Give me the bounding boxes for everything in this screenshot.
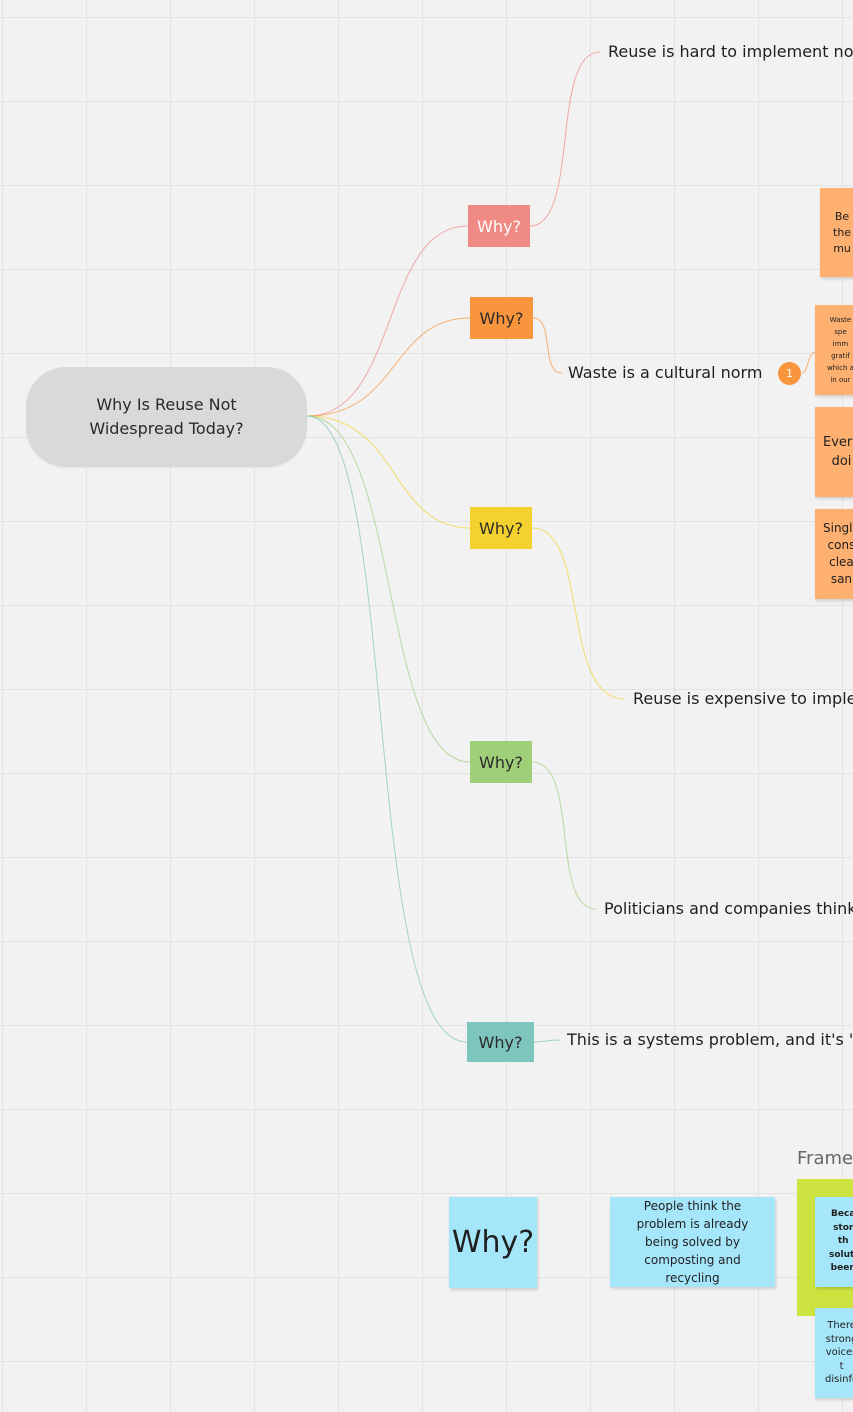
sticky-line: Waste	[829, 316, 852, 324]
why-node-label: Why?	[478, 1032, 523, 1052]
connector-why-4-answer	[531, 761, 597, 910]
sticky-line: the	[833, 225, 852, 239]
sticky-line: th	[837, 1236, 849, 1247]
sticky-note-orange-3[interactable]: Every doi	[815, 407, 853, 497]
why-node-label: Why?	[479, 518, 523, 538]
sticky-note-frame-2[interactable]: There strong voices t disinfo	[815, 1308, 853, 1398]
sticky-note-orange-1[interactable]: Be the mu	[820, 188, 853, 277]
why-node-label: Why?	[479, 752, 523, 772]
central-topic-label: Why Is Reuse Not Widespread Today?	[89, 395, 244, 438]
why-node-1[interactable]: Why?	[468, 205, 530, 247]
sticky-line: stor	[833, 1222, 853, 1233]
answer-systems-problem[interactable]: This is a systems problem, and it's 'no	[567, 1030, 853, 1049]
sticky-text: People think the problem is already bein…	[636, 1199, 749, 1285]
sticky-line: imm	[832, 340, 849, 348]
sticky-line: been	[830, 1263, 853, 1274]
connector-why-2-answer	[532, 317, 563, 374]
sticky-line: strong	[825, 1333, 853, 1345]
sticky-line: mu	[833, 241, 851, 255]
sticky-line: There	[827, 1320, 853, 1332]
sticky-line: disinfo	[825, 1374, 853, 1386]
sticky-line: Single	[823, 521, 853, 535]
sticky-line: voices	[825, 1347, 853, 1359]
connector-why-1-answer	[529, 51, 601, 227]
answer-politicians[interactable]: Politicians and companies think	[604, 899, 853, 918]
sticky-line: cons	[827, 538, 853, 552]
sticky-note-orange-2[interactable]: Waste spe imm gratif which a in our	[815, 305, 853, 395]
sticky-line: which a	[827, 364, 853, 372]
why-node-5[interactable]: Why?	[467, 1022, 534, 1062]
sticky-line: clea	[829, 555, 853, 569]
sticky-line: Beca	[831, 1209, 853, 1220]
connector-why-3-answer	[531, 527, 626, 700]
sticky-line: soluti	[829, 1249, 853, 1260]
sticky-line: Every	[823, 435, 853, 450]
connector-badge-sticky	[801, 351, 816, 374]
sticky-line: t	[839, 1360, 844, 1372]
connector-root-why-4	[306, 415, 471, 763]
central-topic-node[interactable]: Why Is Reuse Not Widespread Today?	[26, 367, 307, 467]
comment-count-badge[interactable]: 1	[778, 362, 801, 385]
why-node-2[interactable]: Why?	[470, 297, 533, 339]
sticky-line: gratif	[831, 352, 850, 360]
sticky-line: Be	[834, 209, 850, 223]
sticky-note-orange-4[interactable]: Single cons clea san	[815, 509, 853, 599]
frame-title[interactable]: Frame	[797, 1148, 853, 1169]
sticky-line: in our	[830, 376, 851, 384]
why-node-3[interactable]: Why?	[470, 507, 532, 549]
connector-root-why-1	[306, 225, 469, 417]
sticky-text: Why?	[451, 1225, 535, 1260]
sticky-note-why[interactable]: Why?	[449, 1197, 537, 1288]
answer-reuse-expensive[interactable]: Reuse is expensive to implem	[633, 689, 853, 708]
answer-cultural-norm[interactable]: Waste is a cultural norm	[568, 363, 763, 382]
connector-why-5-answer	[533, 1039, 561, 1043]
connector-root-why-2	[306, 317, 471, 417]
why-node-label: Why?	[479, 308, 524, 328]
sticky-note-composting[interactable]: People think the problem is already bein…	[610, 1197, 775, 1287]
connector-root-why-3	[306, 415, 471, 529]
sticky-line: spe	[834, 328, 847, 336]
answer-reuse-hard[interactable]: Reuse is hard to implement now	[608, 42, 853, 61]
sticky-note-frame-1[interactable]: Beca stor th soluti been	[815, 1197, 853, 1287]
why-node-4[interactable]: Why?	[470, 741, 532, 783]
why-node-label: Why?	[477, 216, 521, 236]
sticky-line: san	[830, 572, 853, 586]
connector-root-why-5	[306, 415, 468, 1043]
sticky-line: doi	[831, 454, 852, 469]
